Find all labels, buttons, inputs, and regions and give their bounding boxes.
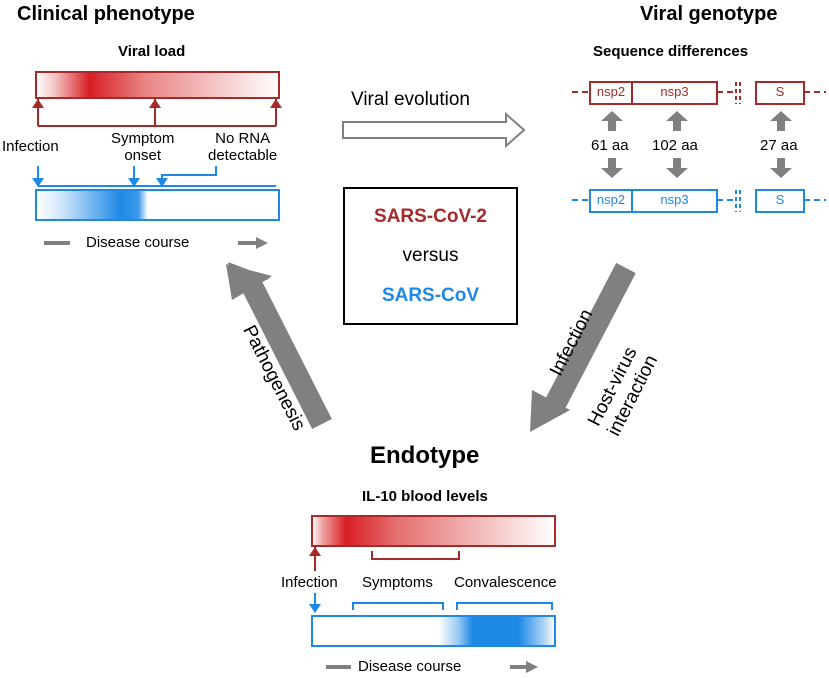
symptoms-label: Symptoms <box>362 574 433 591</box>
il10-bar <box>311 515 556 547</box>
no-rna-line1: No RNA <box>215 130 271 147</box>
pathogenesis-arrow <box>226 262 332 429</box>
comparison-box <box>343 187 518 325</box>
gene-s-blue: S <box>775 192 785 207</box>
endotype-title: Endotype <box>370 442 480 469</box>
no-rna-label: No RNA detectable <box>208 130 277 164</box>
endotype-disease-course-label: Disease course <box>358 658 462 675</box>
endotype-blue-markers <box>309 593 553 613</box>
versus-label: versus <box>402 245 459 266</box>
clinical-blue-markers <box>32 166 276 187</box>
no-rna-line2: detectable <box>208 147 278 164</box>
viral-genotype-title: Viral genotype <box>640 3 778 25</box>
diff-nsp2: 61 aa <box>591 137 629 154</box>
viral-evolution-arrow <box>342 111 526 149</box>
viral-evolution-label: Viral evolution <box>351 89 471 110</box>
symptom-onset-line2: onset <box>124 147 162 164</box>
endotype-course-arrowhead <box>526 661 538 673</box>
virus2-label: SARS-CoV <box>381 285 480 306</box>
gene-nsp3-blue: nsp3 <box>660 192 689 207</box>
viral-load-markers <box>32 98 282 127</box>
genotype-red-track <box>572 81 826 105</box>
diff-s: 27 aa <box>760 137 798 154</box>
infection-arrow <box>530 262 636 432</box>
symptom-onset-line1: Symptom <box>111 130 175 147</box>
il10-label: IL-10 blood levels <box>362 488 488 505</box>
gene-nsp2-red: nsp2 <box>596 84 626 99</box>
gene-nsp3-red: nsp3 <box>660 84 689 99</box>
diff-nsp3: 102 aa <box>652 137 698 154</box>
clinical-disease-course-label: Disease course <box>86 234 190 251</box>
viral-load-bar <box>35 71 280 99</box>
viral-load-label: Viral load <box>118 43 186 60</box>
gene-nsp2-blue: nsp2 <box>596 192 626 207</box>
endotype-red-marker <box>309 546 460 571</box>
infection-label-bottom: Infection <box>281 574 338 591</box>
convalescence-label: Convalescence <box>454 574 557 591</box>
genotype-blue-track <box>572 189 826 213</box>
clinical-phenotype-title: Clinical phenotype <box>17 3 195 25</box>
virus1-label: SARS-CoV-2 <box>374 206 487 227</box>
sequence-differences-label: Sequence differences <box>593 43 749 60</box>
clinical-course-arrowhead <box>256 237 268 249</box>
gene-s-red: S <box>775 84 785 99</box>
clinical-course-bar <box>35 189 280 221</box>
symptom-onset-label: Symptom onset <box>111 130 174 164</box>
sequence-difference-arrows <box>601 111 792 178</box>
infection-label-top: Infection <box>2 138 59 155</box>
endotype-course-bar <box>311 615 556 647</box>
